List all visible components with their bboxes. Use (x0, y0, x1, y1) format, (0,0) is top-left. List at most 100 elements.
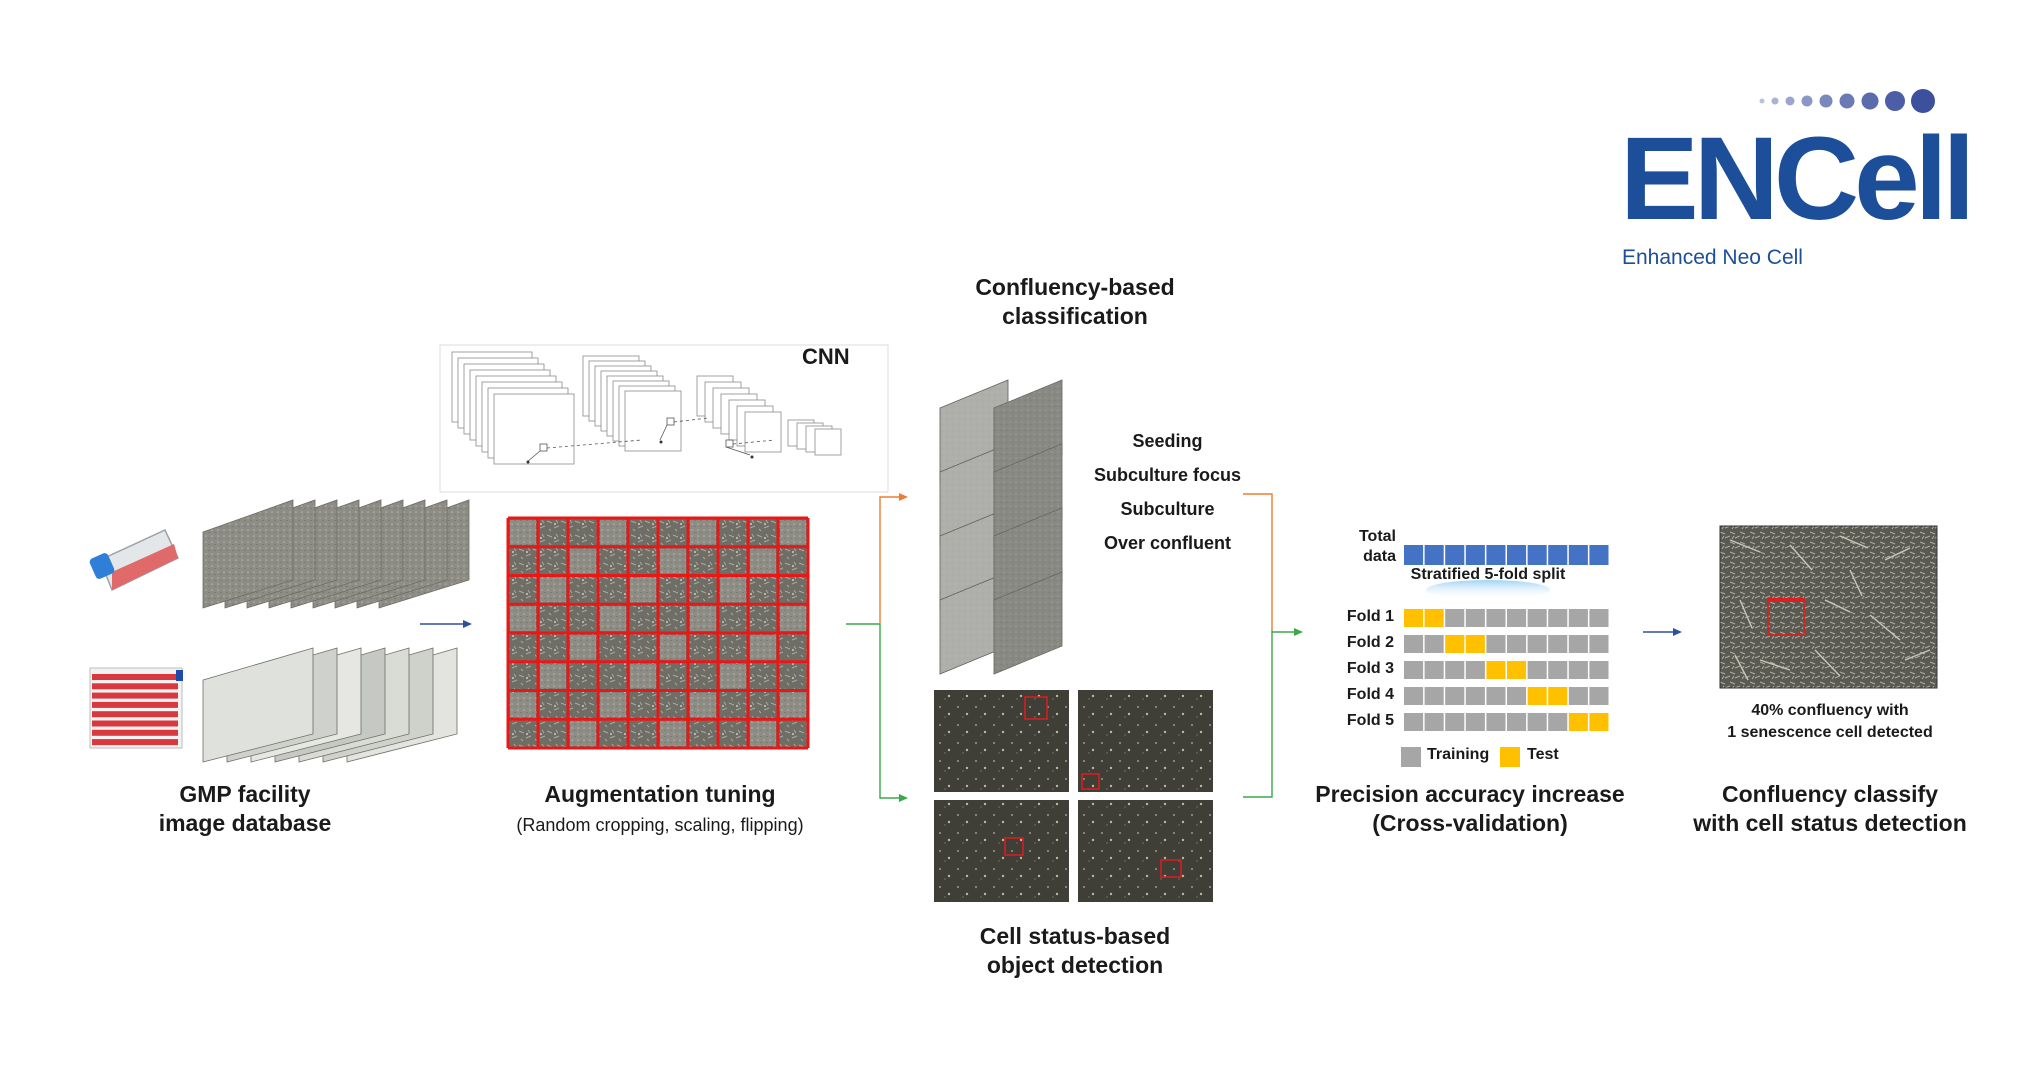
fold-training-segment (1568, 687, 1588, 705)
detection-image (1078, 800, 1213, 902)
augmentation-tile (570, 520, 596, 545)
augmentation-tile (510, 606, 536, 631)
logo-dot (1861, 92, 1879, 110)
fold-training-segment (1548, 661, 1568, 679)
fold-training-segment (1424, 713, 1444, 731)
augmentation-tile (600, 663, 626, 689)
logo-dot (1801, 95, 1813, 107)
stage1-title-line1: GMP facility (179, 781, 311, 807)
fold-training-segment (1527, 635, 1547, 653)
fold-test-segment (1404, 609, 1424, 627)
augmentation-tile (600, 692, 626, 718)
image-stack-bottom (202, 647, 458, 763)
stack-plate (92, 692, 178, 699)
stage4-caption: Precision accuracy increase (Cross-valid… (1300, 780, 1640, 838)
logo-dot (1771, 97, 1779, 105)
split-label: Stratified 5-fold split (1410, 566, 1566, 583)
fold-training-segment (1404, 713, 1424, 731)
fold-training-segment (1548, 609, 1568, 627)
augmentation-tile (780, 692, 806, 718)
augmentation-tile (720, 606, 746, 631)
total-data-segment (1548, 545, 1568, 565)
augmentation-tile (660, 606, 686, 631)
fold-training-segment (1424, 687, 1444, 705)
fold-training-segment (1589, 661, 1609, 679)
augmentation-tile (690, 577, 716, 603)
augmentation-tile (540, 606, 566, 631)
augmentation-tile (660, 692, 686, 718)
arrow-to-result (1643, 628, 1682, 636)
fold-training-segment (1486, 713, 1506, 731)
cross-validation-diagram (1401, 545, 1609, 767)
augmentation-tile (600, 577, 626, 603)
augmentation-tile (720, 577, 746, 603)
augmentation-tile (540, 721, 566, 746)
augmentation-tile (540, 577, 566, 603)
augmentation-tile (570, 606, 596, 631)
augmentation-tile (600, 635, 626, 660)
result-line2: 1 senescence cell detected (1727, 724, 1933, 741)
fold-label: Fold 3 (1346, 660, 1394, 677)
cell-streak (1789, 544, 1813, 571)
augmentation-tile (780, 520, 806, 545)
augmentation-tile (630, 692, 656, 718)
fold-training-segment (1507, 609, 1527, 627)
augmentation-tile (510, 520, 536, 545)
cell-streak (1824, 599, 1851, 613)
stage5-title-line1: Confluency classify (1721, 781, 1939, 807)
stage5-caption: Confluency classify with cell status det… (1670, 780, 1990, 838)
fold-test-segment (1445, 635, 1465, 653)
augmentation-tile (600, 548, 626, 574)
stack-plate (92, 674, 178, 680)
logo-tagline: Enhanced Neo Cell (1622, 246, 1803, 269)
fold-training-segment (1465, 713, 1485, 731)
result-microscopy-image (1719, 525, 1938, 689)
fold-training-segment (1548, 635, 1568, 653)
cnn-feature-map (814, 428, 842, 456)
stack-plate (92, 701, 178, 708)
augmentation-tile (690, 692, 716, 718)
augmentation-tile (660, 520, 686, 545)
logo-dot (1759, 98, 1765, 104)
fold-training-segment (1404, 687, 1424, 705)
fold-training-segment (1404, 635, 1424, 653)
microscopy-image (202, 499, 294, 609)
cnn-architecture-diagram (439, 344, 889, 493)
class-label: Seeding (1132, 431, 1203, 451)
total-data-segment (1445, 545, 1465, 565)
fold-test-segment (1548, 687, 1568, 705)
result-line1: 40% confluency with (1751, 702, 1909, 719)
augmentation-tile (510, 692, 536, 718)
augmentation-tile (750, 635, 776, 660)
augmentation-tile (690, 548, 716, 574)
fold-training-segment (1527, 661, 1547, 679)
fold-test-segment (1424, 609, 1444, 627)
branch-connector (846, 493, 908, 802)
detection-box (1024, 696, 1048, 720)
fold-training-segment (1568, 661, 1588, 679)
augmentation-tile (630, 721, 656, 746)
microscopy-image (202, 647, 314, 763)
augmentation-tile (570, 692, 596, 718)
detection-caption: Cell status-based object detection (920, 922, 1230, 980)
detection-title-line2: object detection (986, 952, 1164, 978)
logo-dots-icon (1759, 89, 1935, 113)
augmentation-tile (540, 635, 566, 660)
fold-training-segment (1445, 687, 1465, 705)
augmentation-tile (510, 577, 536, 603)
image-stack-top (202, 499, 470, 609)
augmentation-tile (600, 520, 626, 545)
augmentation-tile (570, 577, 596, 603)
cell-streak (1849, 569, 1863, 597)
cnn-feature-map (624, 390, 682, 452)
augmentation-tile (510, 721, 536, 746)
augmentation-tile (690, 721, 716, 746)
fold-label: Fold 4 (1346, 686, 1394, 703)
fold-training-segment (1424, 635, 1444, 653)
fold-training-segment (1424, 661, 1444, 679)
cell-streak (1739, 599, 1753, 629)
stack-plate (92, 683, 178, 690)
class-label: Subculture (1120, 499, 1215, 519)
classification-title-line2: classification (1002, 303, 1148, 329)
augmentation-tile (750, 520, 776, 545)
